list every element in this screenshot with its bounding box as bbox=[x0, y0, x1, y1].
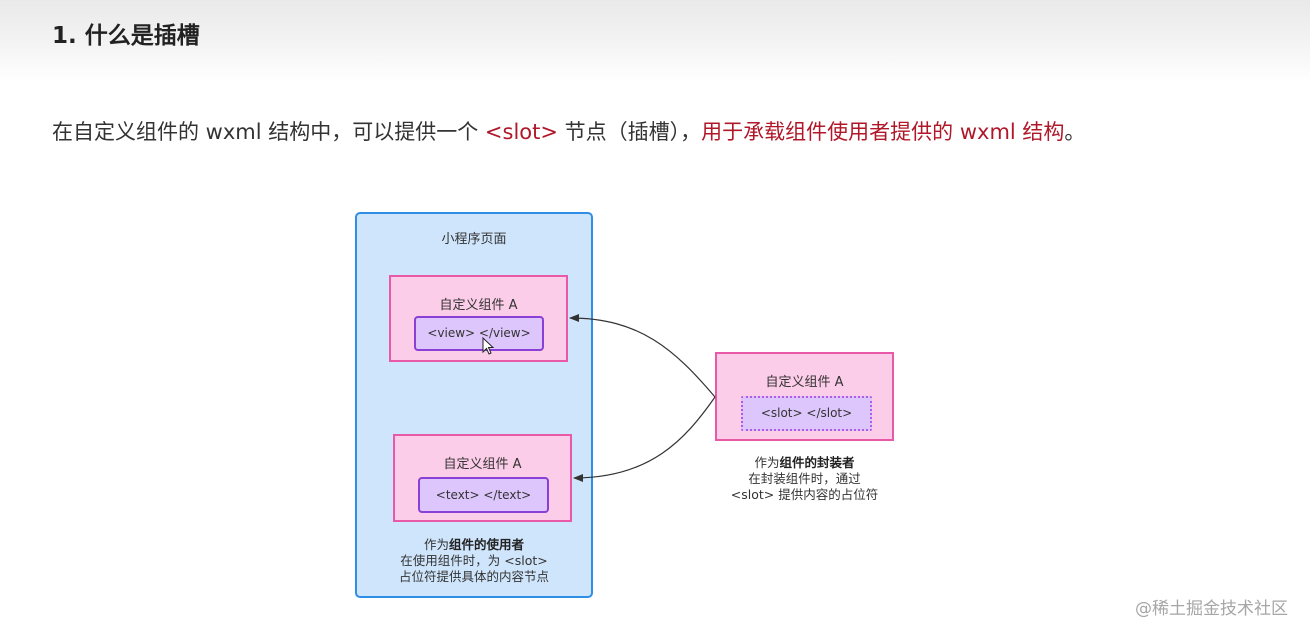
intro-part1: 在自定义组件的 wxml 结构中，可以提供一个 bbox=[52, 120, 485, 144]
user-caption: 作为组件的使用者 在使用组件时，为 <slot> 占位符提供具体的内容节点 bbox=[355, 537, 593, 585]
definer-component: 自定义组件 A <slot> </slot> bbox=[715, 352, 894, 441]
definer-caption-bold: 组件的封装者 bbox=[779, 455, 855, 470]
slot-node: <slot> </slot> bbox=[741, 396, 872, 431]
user-caption-line2: 在使用组件时，为 <slot> bbox=[400, 553, 548, 568]
user-caption-line3: 占位符提供具体的内容节点 bbox=[398, 569, 549, 584]
definer-component-title: 自定义组件 A bbox=[765, 375, 844, 390]
definer-caption-prefix: 作为 bbox=[754, 455, 780, 470]
user-component-1: 自定义组件 A <view> </view> bbox=[389, 275, 568, 362]
page-box-label: 小程序页面 bbox=[441, 232, 507, 247]
user-caption-line1: 作为组件的使用者 bbox=[355, 537, 593, 553]
definer-caption-line1: 作为组件的封装者 bbox=[715, 455, 894, 471]
user-component-2-title: 自定义组件 A bbox=[443, 457, 522, 472]
text-node: <text> </text> bbox=[418, 477, 549, 513]
user-component-1-title: 自定义组件 A bbox=[439, 298, 518, 313]
user-caption-prefix: 作为 bbox=[423, 537, 449, 552]
intro-highlight: 用于承载组件使用者提供的 wxml 结构 bbox=[701, 120, 1065, 144]
page-title: 1. 什么是插槽 bbox=[52, 23, 200, 49]
view-node: <view> </view> bbox=[414, 316, 544, 351]
arrow-to-user-component-1 bbox=[569, 314, 716, 398]
intro-part2: 节点（插槽）， bbox=[557, 120, 702, 144]
definer-caption-line3: <slot> 提供内容的占位符 bbox=[730, 487, 879, 502]
header-band bbox=[0, 0, 1310, 82]
mouse-cursor-icon bbox=[482, 336, 495, 355]
definer-caption: 作为组件的封装者 在封装组件时，通过 <slot> 提供内容的占位符 bbox=[715, 455, 894, 503]
intro-end: 。 bbox=[1064, 120, 1086, 144]
watermark: @稀土掘金技术社区 bbox=[1135, 599, 1288, 619]
intro-slot-tag: <slot> bbox=[484, 120, 558, 144]
user-caption-bold: 组件的使用者 bbox=[449, 537, 525, 552]
definer-caption-line2: 在封装组件时，通过 bbox=[748, 471, 861, 486]
intro-text: 在自定义组件的 wxml 结构中，可以提供一个 <slot> 节点（插槽），用于… bbox=[52, 116, 1085, 146]
user-component-2: 自定义组件 A <text> </text> bbox=[393, 434, 572, 522]
arrow-to-user-component-2 bbox=[573, 396, 716, 482]
